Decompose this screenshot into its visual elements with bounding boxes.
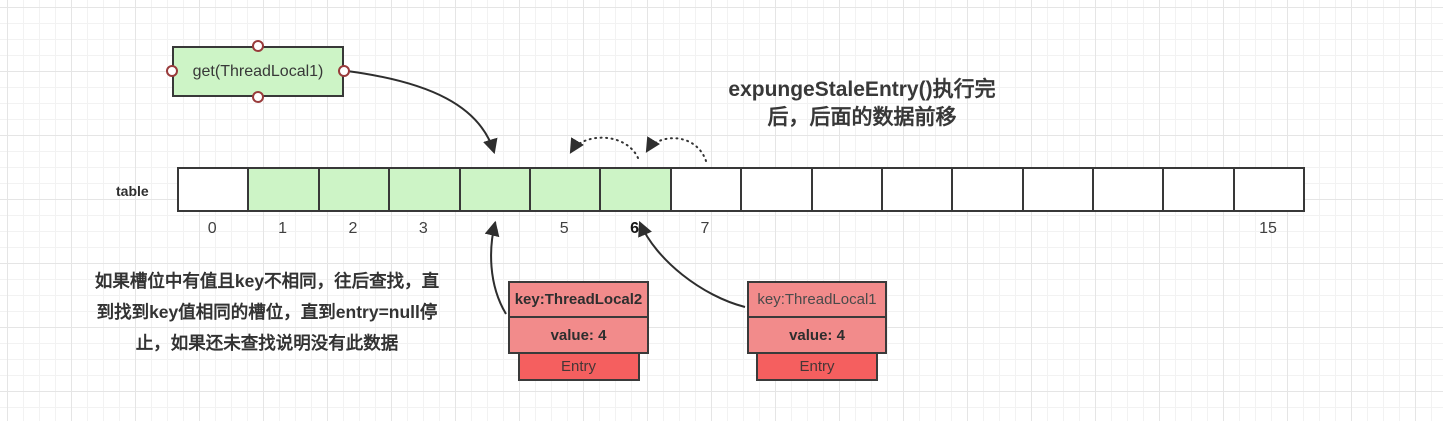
cell-index-label: 4 xyxy=(489,220,499,237)
entry-value[interactable]: value: 4 xyxy=(508,316,649,354)
entry-footer[interactable]: Entry xyxy=(756,352,878,381)
cell-index-label xyxy=(1092,220,1162,238)
note-text: 如果槽位中有值且key不相同，往后查找，直 到找到key值相同的槽位，直到ent… xyxy=(26,266,508,359)
table-cell[interactable] xyxy=(1092,167,1165,212)
entry-box-threadlocal1: key:ThreadLocal1 value: 4 Entry xyxy=(747,281,887,381)
entry-key[interactable]: key:ThreadLocal2 xyxy=(508,281,649,318)
cell-index-label xyxy=(811,220,881,238)
shift-arc-slot7-to-slot6 xyxy=(645,136,707,162)
cell-index-label: 2 xyxy=(348,220,358,237)
entry-box-threadlocal2: key:ThreadLocal2 value: 4 Entry xyxy=(508,281,649,381)
cell-index-label xyxy=(881,220,951,238)
entry-key[interactable]: key:ThreadLocal1 xyxy=(747,281,887,318)
diagram-title-line1: expungeStaleEntry()执行完 xyxy=(728,78,996,101)
diagram-title: expungeStaleEntry()执行完 后，后面的数据前移 xyxy=(697,76,1027,132)
table-cell[interactable] xyxy=(388,167,461,212)
entry-value[interactable]: value: 4 xyxy=(747,316,887,354)
arrow-get-to-slot4 xyxy=(346,70,498,155)
table-cell[interactable] xyxy=(1232,167,1306,212)
table-cell[interactable] xyxy=(247,167,320,212)
cell-index-label xyxy=(951,220,1021,238)
table-cell[interactable] xyxy=(177,167,250,212)
table-cell[interactable] xyxy=(1021,167,1095,212)
cell-index-label: 0 xyxy=(207,220,217,237)
table-cell[interactable] xyxy=(740,167,813,212)
table-cell[interactable] xyxy=(669,167,743,212)
table-cell[interactable] xyxy=(317,167,391,212)
cell-index-label: 5 xyxy=(559,220,569,237)
cell-index-label xyxy=(1022,220,1092,238)
index-labels: 0 1 2 3 4 5 6 7 15 xyxy=(177,220,1303,238)
cell-index-label xyxy=(1162,220,1232,238)
table-cell[interactable] xyxy=(458,167,531,212)
note-line1: 如果槽位中有值且key不相同，往后查找，直 xyxy=(94,271,440,291)
table-cell[interactable] xyxy=(1162,167,1235,212)
cell-index-label: 7 xyxy=(700,220,710,237)
note-line3: 止，如果还未查找说明没有此数据 xyxy=(135,333,399,353)
table-label: table xyxy=(116,183,149,199)
cell-index-label: 6 xyxy=(630,220,639,237)
table-cell[interactable] xyxy=(951,167,1024,212)
entry-footer[interactable]: Entry xyxy=(517,352,640,381)
table-row xyxy=(177,167,1306,212)
shift-arc-slot6-to-slot5 xyxy=(569,136,639,159)
cell-index-label: 15 xyxy=(1259,220,1277,237)
diagram-title-line2: 后，后面的数据前移 xyxy=(767,106,957,129)
table-cell[interactable] xyxy=(599,167,672,212)
get-threadlocal-node[interactable]: get(ThreadLocal1) xyxy=(172,46,344,97)
cell-index-label: 1 xyxy=(278,220,288,237)
cell-index-label xyxy=(740,220,810,238)
table-cell[interactable] xyxy=(528,167,602,212)
note-line2: 到找到key值相同的槽位，直到entry=null停 xyxy=(96,302,438,322)
table-cell[interactable] xyxy=(880,167,954,212)
cell-index-label: 3 xyxy=(418,220,428,237)
table-cell[interactable] xyxy=(810,167,883,212)
get-threadlocal-label: get(ThreadLocal1) xyxy=(192,62,324,80)
